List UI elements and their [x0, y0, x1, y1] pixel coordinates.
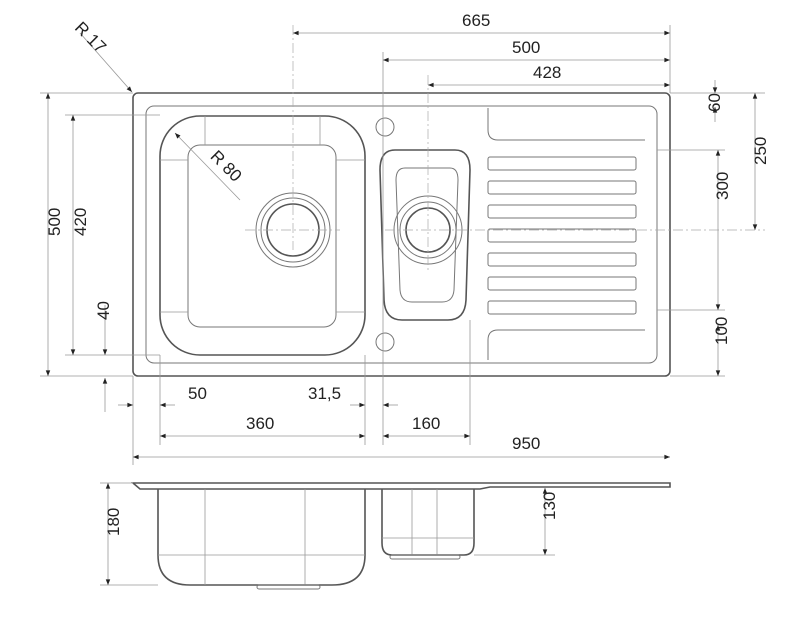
bowl-radius-label: R 80 [207, 147, 246, 186]
small-bowl [379, 149, 471, 321]
corner-radius-label: R 17 [71, 18, 110, 57]
dim-50: 50 [188, 384, 207, 403]
sink-side-view [100, 482, 671, 590]
dim-300: 300 [713, 172, 732, 200]
dim-665: 665 [462, 11, 490, 30]
dim-420: 420 [71, 208, 90, 236]
dim-950: 950 [512, 434, 540, 453]
dim-428: 428 [533, 63, 561, 82]
dim-250: 250 [751, 137, 770, 165]
sink-top-view [132, 25, 765, 445]
dim-31-5: 31,5 [308, 384, 341, 403]
side-small-bowl [381, 489, 475, 556]
dimension-lines [40, 25, 765, 465]
dim-160: 160 [412, 414, 440, 433]
sink-rim [145, 105, 658, 364]
overflow-hole-icon [375, 332, 395, 352]
main-bowl-floor [187, 144, 337, 328]
dim-130: 130 [540, 492, 559, 520]
side-deck [130, 482, 671, 490]
dim-40: 40 [94, 301, 113, 320]
side-main-bowl [157, 489, 366, 586]
dim-180: 180 [104, 508, 123, 536]
dim-360: 360 [246, 414, 274, 433]
tap-hole-icon [375, 117, 395, 137]
drainer-ribs [487, 156, 637, 315]
dim-500-top: 500 [512, 38, 540, 57]
drainer-outline [487, 108, 645, 360]
sink-outline [132, 92, 671, 377]
dim-100: 100 [712, 317, 731, 345]
main-bowl [159, 115, 366, 356]
dim-500-left: 500 [45, 208, 64, 236]
dim-60: 60 [705, 93, 724, 112]
